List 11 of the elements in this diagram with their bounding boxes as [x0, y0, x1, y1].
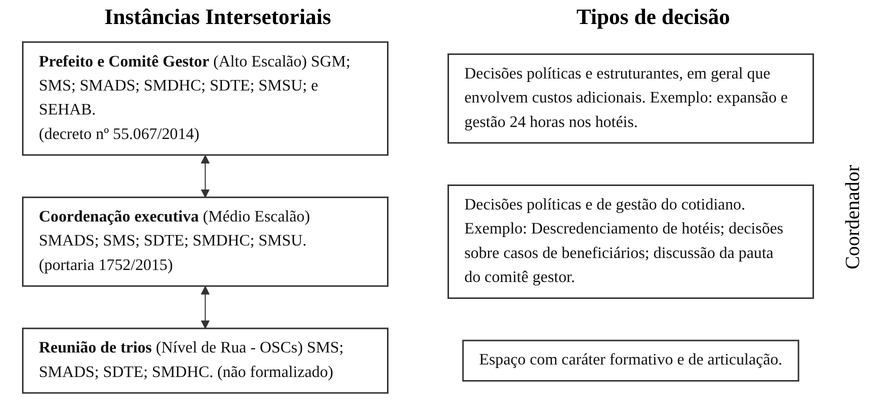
- side-label: Coordenador: [842, 165, 865, 270]
- column-heading: Tipos de decisão: [575, 3, 732, 31]
- node-box: Espaço com caráter formativo e de articulação.: [462, 340, 800, 382]
- node-box: Coordenação executiva (Médio Escalão) SMADS; SMS; SDTE; SMDHC; SMSU. (portaria 1752/2015): [22, 196, 388, 287]
- arrow: [200, 155, 210, 198]
- arrow: [200, 286, 210, 329]
- node-box: Reunião de trios (Nível de Rua - OSCs) SMS; SMADS; SDTE; SMDHC. (não formalizado): [22, 328, 388, 394]
- node-box: Decisões políticas e estruturantes, em geral que envolvem custos adicionais. Exemplo: expansão e gestão 24 horas nos hotéis.: [448, 53, 814, 144]
- node-box: Decisões políticas e de gestão do cotidiano. Exemplo: Descredenciamento de hotéis; decisões sobre casos de beneficiários; discussão da pauta do comitê gestor.: [448, 184, 814, 299]
- node-box: Prefeito e Comitê Gestor (Alto Escalão) SGM; SMS; SMADS; SMDHC; SDTE; SMSU; e SEHAB. (decreto nº 55.067/2014): [22, 41, 388, 156]
- column-heading: Instâncias Intersetoriais: [103, 3, 332, 31]
